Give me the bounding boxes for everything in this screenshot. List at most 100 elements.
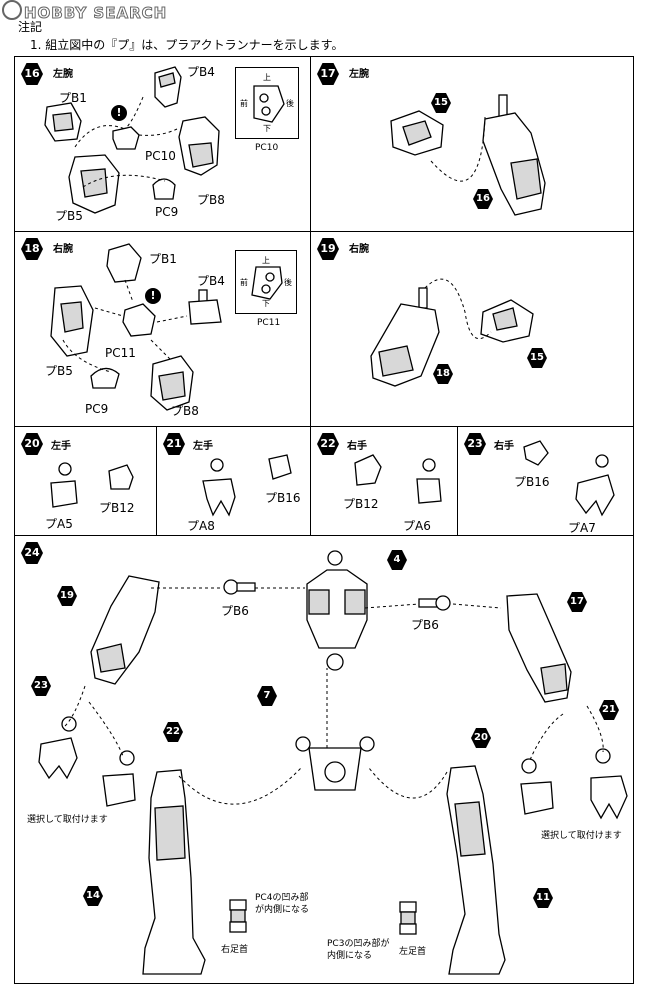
left-ankle-part-icon <box>399 901 417 935</box>
step-badge: 16 <box>21 63 43 85</box>
label-pa6: プA6 <box>403 519 431 533</box>
step-22-panel: 22 右手 プB12 プA6 <box>310 426 458 536</box>
right-arm-icon <box>90 575 160 685</box>
shoulder-pin-right-icon <box>418 595 451 611</box>
select-attach-note-left: 選択して取付けます <box>27 815 108 825</box>
pc10-box-label: PC10 <box>255 143 279 153</box>
callout-11: 11 <box>533 888 553 908</box>
step-23-panel: 23 右手 プB16 プA7 <box>457 426 634 536</box>
arm-assembly-icon <box>370 287 440 387</box>
callout-23: 23 <box>31 676 51 696</box>
step-title: 右手 <box>494 441 514 452</box>
label-pb16: プB16 <box>265 491 301 505</box>
label-pc10: PC10 <box>145 149 176 163</box>
label-pb6-right: プB6 <box>411 618 439 632</box>
part-b8-icon <box>178 116 220 176</box>
callout-15: 15 <box>431 93 451 113</box>
step-badge: 18 <box>21 238 43 260</box>
pc4-note: PC4の凹み部が内側になる <box>255 893 310 915</box>
callout-21: 21 <box>599 700 619 720</box>
caution-icon: ! <box>145 288 161 304</box>
part-b1-icon <box>106 243 142 283</box>
pc11-box-label: PC11 <box>257 318 281 328</box>
label-pb12: プB12 <box>343 497 379 511</box>
step-badge: 20 <box>21 433 43 455</box>
part-b16-icon <box>523 440 549 466</box>
step-19-panel: 19 右腕 18 15 <box>310 231 634 427</box>
part-pc9-icon <box>152 178 176 200</box>
label-pb4: プB4 <box>187 65 215 79</box>
step-badge: 22 <box>317 433 339 455</box>
part-b1-icon <box>44 102 82 142</box>
assembly-guides <box>430 116 486 182</box>
step-title: 左腕 <box>53 69 73 80</box>
shoulder-part-icon <box>390 110 444 156</box>
callout-14: 14 <box>83 886 103 906</box>
label-pc11: PC11 <box>105 346 136 360</box>
step-badge: 21 <box>163 433 185 455</box>
step-18-panel: 18 右腕 プB1 プB4 ! PC11 プB5 PC9 プB8 上 下 前 後… <box>14 231 311 427</box>
caution-icon: ! <box>111 105 127 121</box>
part-pc10-icon <box>112 126 140 150</box>
step-badge: 19 <box>317 238 339 260</box>
right-hand-open-icon <box>575 454 615 517</box>
right-leg-icon <box>142 769 206 975</box>
part-b8-icon <box>150 355 194 411</box>
assembly-guides <box>424 278 492 340</box>
part-pc11-icon <box>122 303 156 337</box>
label-pc9: PC9 <box>155 205 179 219</box>
step-title: 左手 <box>51 441 71 452</box>
right-ankle-part-icon <box>229 899 247 933</box>
pc3-note: PC3の凹み部が内側になる <box>327 939 390 961</box>
label-pb8: プB8 <box>171 404 199 418</box>
shoulder-part-icon <box>480 299 534 343</box>
right-hand-open-icon <box>38 716 78 780</box>
callout-16: 16 <box>473 189 493 209</box>
step-title: 右腕 <box>53 244 73 255</box>
callout-7: 7 <box>257 686 277 706</box>
step-21-panel: 21 左手 プB16 プA8 <box>156 426 311 536</box>
step-title: 右手 <box>347 441 367 452</box>
label-pb1: プB1 <box>59 91 87 105</box>
part-b12-icon <box>354 454 382 486</box>
step-17-panel: 17 左腕 15 16 <box>310 56 634 232</box>
label-pb1: プB1 <box>149 252 177 266</box>
label-pc9: PC9 <box>85 402 109 416</box>
note-line-1: 1. 組立図中の『プ』は、プラアクトランナーを示します。 <box>30 38 344 52</box>
step-title: 左手 <box>193 441 213 452</box>
label-pb5: プB5 <box>45 364 73 378</box>
callout-17: 17 <box>567 592 587 612</box>
step-20-panel: 20 左手 プB12 プA5 <box>14 426 157 536</box>
torso-icon <box>306 550 368 671</box>
callout-22: 22 <box>163 722 183 742</box>
label-pb16: プB16 <box>514 475 550 489</box>
pc-joint-icon <box>253 85 285 123</box>
part-b4-icon <box>188 289 222 325</box>
label-pb8: プB8 <box>197 193 225 207</box>
watermark: HOBBY SEARCH <box>2 0 167 23</box>
label-pb6-left: プB6 <box>221 604 249 618</box>
select-attach-note-right: 選択して取付けます <box>541 831 622 841</box>
assembly-note: 注記 1. 組立図中の『プ』は、プラアクトランナーを示します。 <box>18 18 343 54</box>
callout-19: 19 <box>57 586 77 606</box>
right-hand-icon <box>416 458 442 504</box>
step-24-panel: 24 4 プB6 プB6 19 17 23 22 選択して取付けます 20 21… <box>14 535 634 984</box>
step-title: 左腕 <box>349 69 369 80</box>
step-16-panel: 16 左腕 プB4 プB1 ! PC10 プB8 PC9 プB5 上 下 前 後… <box>14 56 311 232</box>
part-b5-icon <box>50 285 94 357</box>
label-pa7: プA7 <box>568 521 596 535</box>
right-ankle-label: 右足首 <box>221 945 249 955</box>
left-arm-icon <box>506 593 572 703</box>
left-hand-open-icon <box>590 748 628 820</box>
callout-4: 4 <box>387 550 407 570</box>
label-pa8: プA8 <box>187 519 215 533</box>
pc11-orientation-box: 上 下 前 後 <box>235 250 297 314</box>
step-badge: 24 <box>21 542 43 564</box>
part-b4-icon <box>154 66 182 108</box>
left-leg-icon <box>446 765 506 975</box>
part-b12-icon <box>108 464 134 490</box>
label-pb4: プB4 <box>197 274 225 288</box>
callout-18: 18 <box>433 364 453 384</box>
label-pb5: プB5 <box>55 209 83 223</box>
step-title: 右腕 <box>349 244 369 255</box>
